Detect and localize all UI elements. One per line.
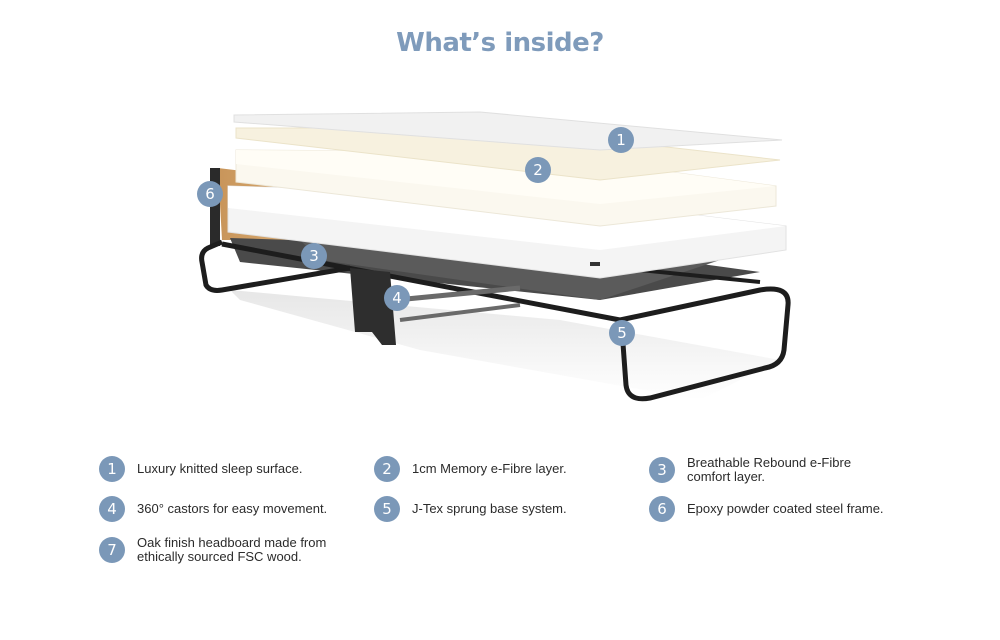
- callout-2: 2: [525, 157, 551, 183]
- number-badge: 6: [649, 496, 675, 522]
- number-badge: 2: [374, 456, 400, 482]
- legend-text: Oak finish headboard made from ethically…: [137, 535, 327, 564]
- legend-text: Epoxy powder coated steel frame.: [687, 501, 884, 516]
- legend-text: Breathable Rebound e-Fibre comfort layer…: [687, 455, 852, 484]
- legend-item-3: 3 Breathable Rebound e-Fibre comfort lay…: [649, 456, 877, 484]
- legend-text: 360° castors for easy movement.: [137, 501, 328, 516]
- number-badge: 4: [99, 496, 125, 522]
- callout-3: 3: [301, 243, 327, 269]
- number-badge: 1: [99, 456, 125, 482]
- legend-item-6: 6 Epoxy powder coated steel frame.: [649, 496, 927, 522]
- number-badge: 7: [99, 537, 125, 563]
- page-title: What’s inside?: [396, 28, 604, 58]
- callout-6: 6: [197, 181, 223, 207]
- callout-4: 4: [384, 285, 410, 311]
- legend-item-7: 7 Oak finish headboard made from ethical…: [99, 536, 352, 564]
- legend-item-4: 4 360° castors for easy movement.: [99, 496, 367, 522]
- legend-item-2: 2 1cm Memory e-Fibre layer.: [374, 456, 642, 482]
- legend-item-1: 1 Luxury knitted sleep surface.: [99, 456, 367, 482]
- legend-text: 1cm Memory e-Fibre layer.: [412, 461, 567, 476]
- bed-illustration: [199, 111, 791, 402]
- callout-1: 1: [608, 127, 634, 153]
- legend-text: Luxury knitted sleep surface.: [137, 461, 303, 476]
- legend-text: J-Tex sprung base system.: [412, 501, 567, 516]
- number-badge: 5: [374, 496, 400, 522]
- number-badge: 3: [649, 457, 675, 483]
- callout-5: 5: [609, 320, 635, 346]
- legend-item-5: 5 J-Tex sprung base system.: [374, 496, 642, 522]
